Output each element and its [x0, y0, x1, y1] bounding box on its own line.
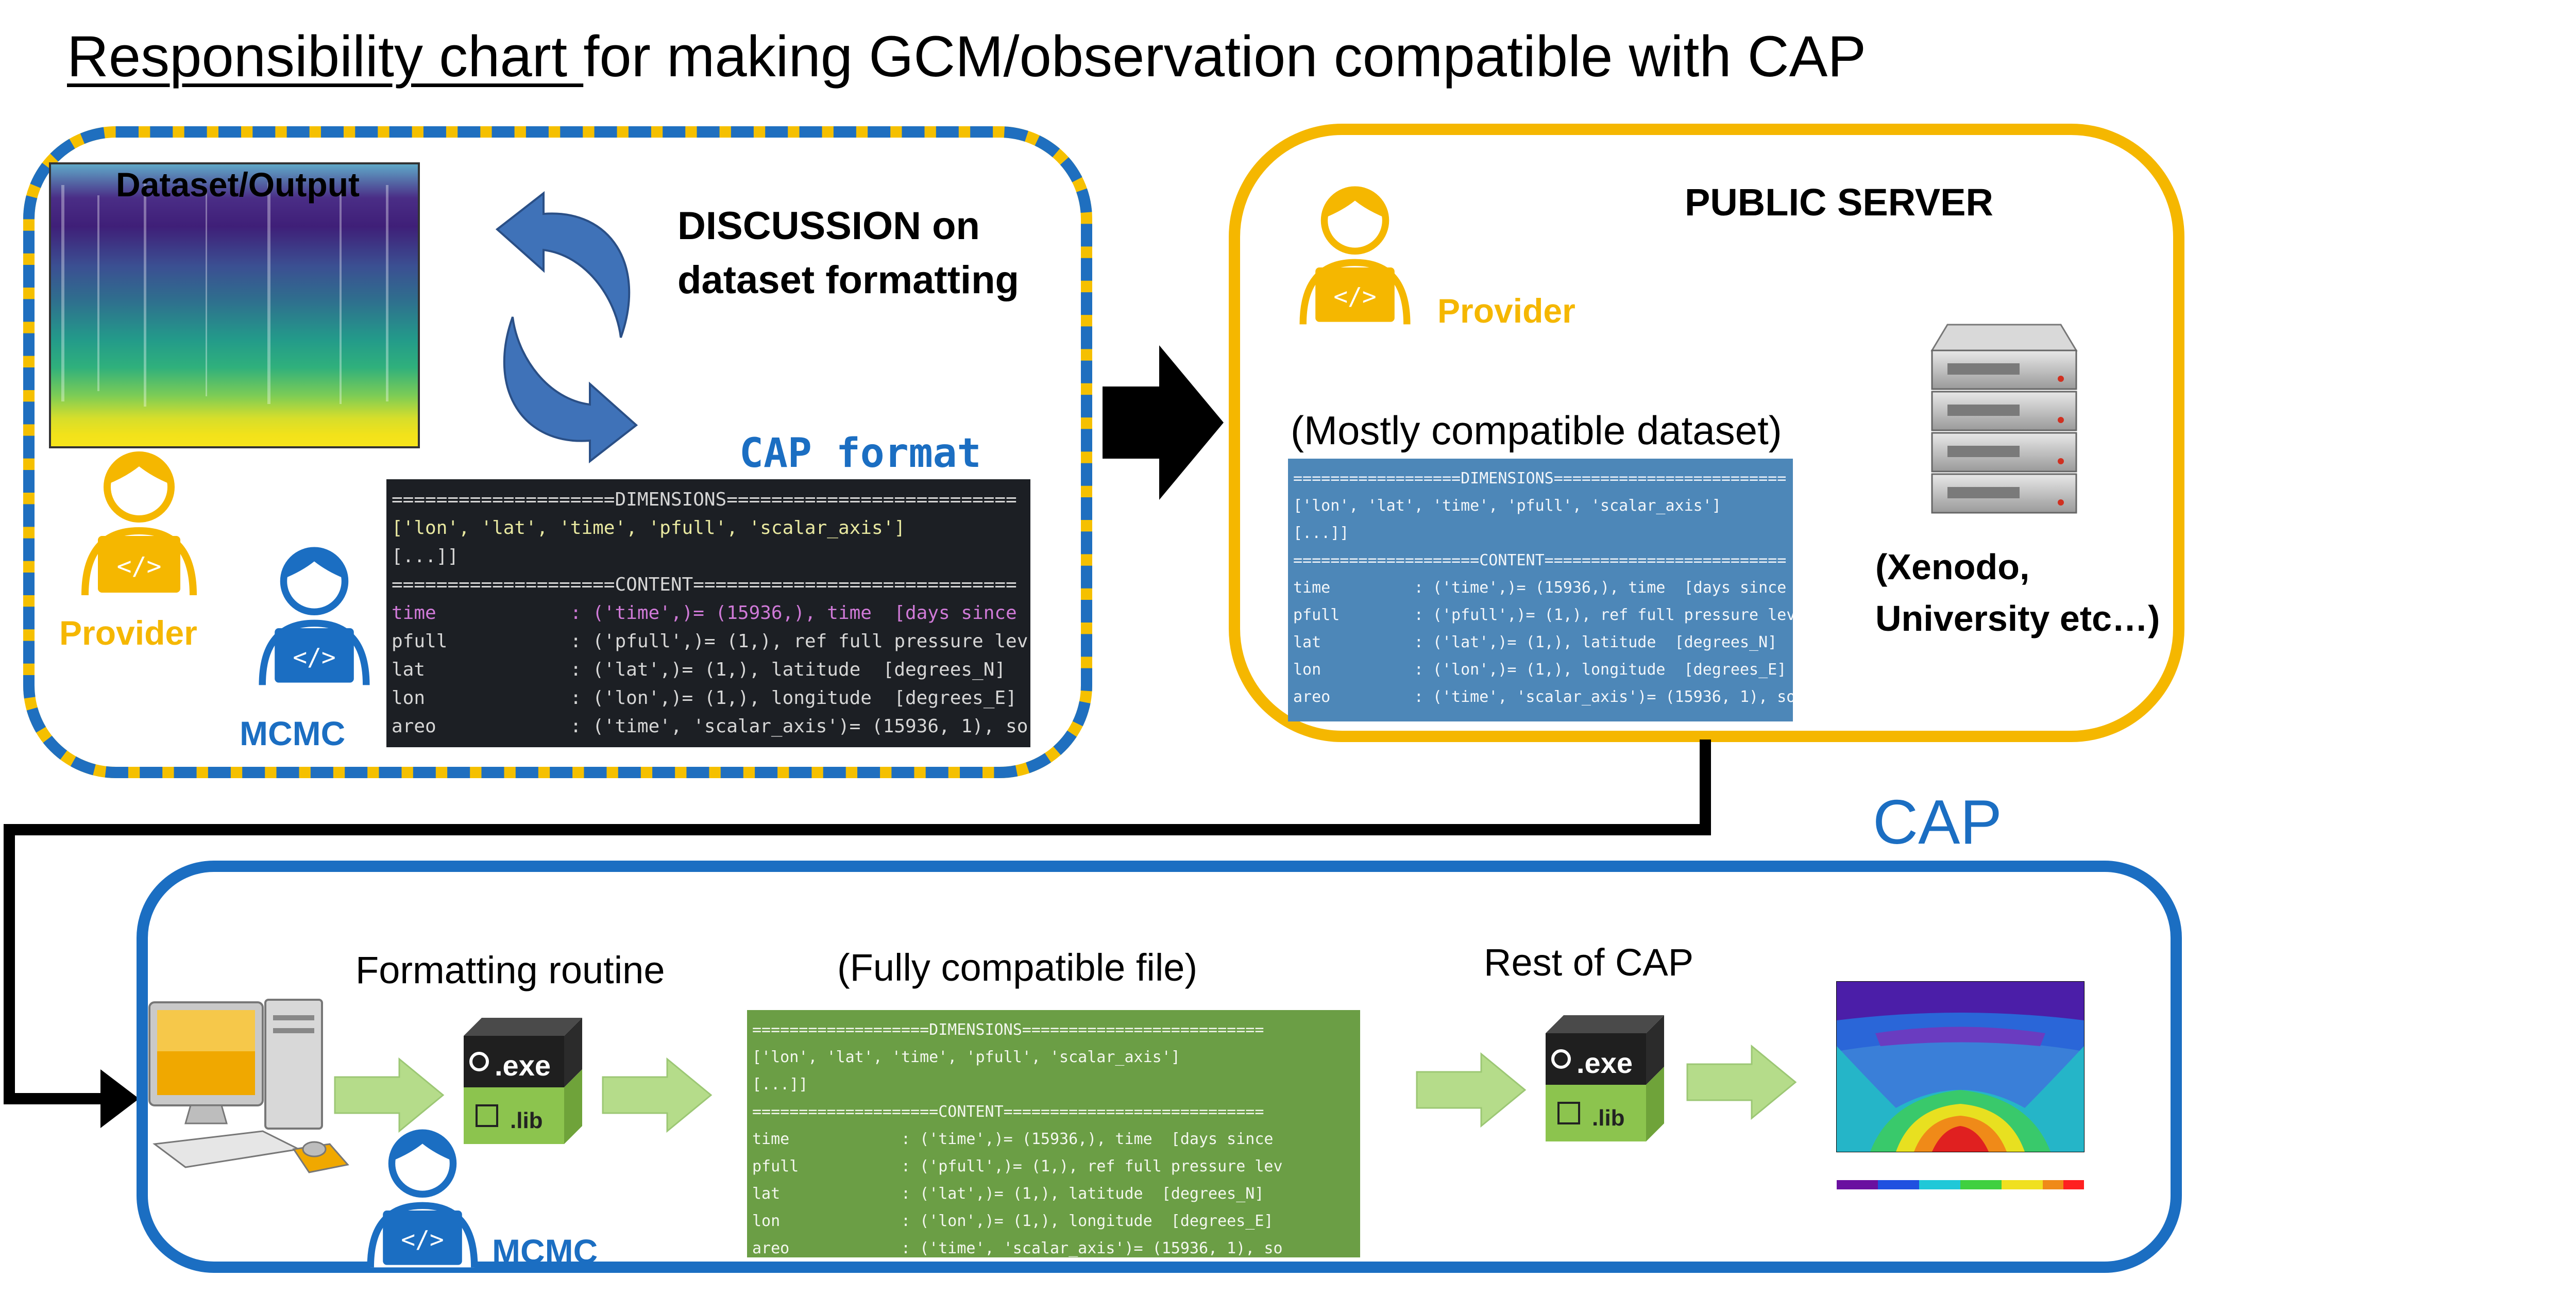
dataset-label: Dataset/Output — [116, 165, 360, 204]
terminal-line: pfull : ('pfull',)= (1,), ref full press… — [392, 631, 1028, 652]
discussion-box — [23, 126, 1092, 778]
terminal-line: ['lon', 'lat', 'time', 'pfull', 'scalar_… — [752, 1048, 1180, 1066]
green-arrow-icon — [334, 1057, 445, 1133]
terminal-line: time : ('time',)= (15936,), time [days s… — [392, 602, 1017, 624]
title-underlined: Responsibility chart — [67, 24, 584, 89]
formatting-routine-label: Formatting routine — [355, 949, 665, 991]
terminal-line: pfull : ('pfull',)= (1,), ref full press… — [1293, 606, 1793, 624]
hosts-line-2: University etc…) — [1875, 598, 2160, 638]
terminal-line: ===================DIMENSIONS===========… — [752, 1021, 1264, 1039]
desktop-computer-icon — [148, 999, 349, 1173]
person-laptop-icon: </> — [259, 547, 370, 685]
exe-label-1: .exe — [495, 1049, 551, 1082]
green-arrow-icon — [602, 1057, 713, 1133]
lib-label-2: .lib — [1592, 1105, 1625, 1131]
terminal-dark: ====================DIMENSIONS==========… — [386, 479, 1030, 747]
terminal-line: [...]] — [392, 546, 459, 567]
page-title: Responsibility chart for making GCM/obse… — [67, 23, 1866, 90]
terminal-line: ====================CONTENT=============… — [752, 1103, 1264, 1121]
person-laptop-icon: </> — [81, 451, 197, 596]
terminal-blue: ==================DIMENSIONS============… — [1288, 459, 1793, 721]
terminal-line: time : ('time',)= (15936,), time [days s… — [752, 1130, 1274, 1148]
contour-plot-thumbnail — [1836, 981, 2084, 1189]
terminal-line: lat : ('lat',)= (1,), latitude [degrees_… — [752, 1185, 1264, 1203]
green-arrow-icon — [1416, 1052, 1527, 1128]
connector-arrow — [4, 740, 1711, 1128]
terminal-green: ===================DIMENSIONS===========… — [747, 1010, 1360, 1257]
black-arrow-icon — [1103, 345, 1224, 500]
svg-text:</>: </> — [401, 1225, 444, 1253]
terminal-line: [...]] — [1293, 524, 1349, 542]
discussion-text-1: DISCUSSION on — [677, 204, 980, 248]
terminal-line: ['lon', 'lat', 'time', 'pfull', 'scalar_… — [392, 517, 905, 539]
exe-lib-cube-icon — [1546, 1015, 1664, 1141]
dataset-heatmap — [49, 162, 420, 448]
green-arrow-icon — [1686, 1044, 1797, 1120]
terminal-line: ====================CONTENT=============… — [392, 574, 1017, 595]
cycle-arrows-icon — [495, 191, 638, 464]
terminal-line: areo : ('time', 'scalar_axis')= (15936, … — [1293, 688, 1793, 706]
person-laptop-icon: </> — [1299, 186, 1411, 325]
cap-title: CAP — [1873, 787, 2002, 857]
rest-of-cap-label: Rest of CAP — [1484, 941, 1694, 984]
terminal-line: time : ('time',)= (15936,), time [days s… — [1293, 579, 1787, 597]
server-rack-icon — [1930, 324, 2078, 514]
exe-lib-cube-icon — [464, 1018, 582, 1144]
cap-format-label: CAP format — [739, 430, 981, 477]
mcmc-label: MCMC — [240, 714, 346, 752]
svg-text:</>: </> — [117, 552, 162, 581]
terminal-line: ==================DIMENSIONS============… — [1293, 469, 1787, 488]
terminal-line: lat : ('lat',)= (1,), latitude [degrees_… — [392, 659, 1006, 680]
terminal-line: areo : ('time', 'scalar_axis')= (15936, … — [752, 1239, 1283, 1257]
svg-text:</>: </> — [1333, 282, 1376, 310]
exe-label-2: .exe — [1577, 1047, 1633, 1079]
terminal-line: lon : ('lon',)= (1,), longitude [degrees… — [1293, 661, 1787, 679]
mostly-compatible-label: (Mostly compatible dataset) — [1291, 408, 1782, 453]
provider-label: Provider — [59, 614, 197, 652]
discussion-text-2: dataset formatting — [677, 258, 1019, 302]
terminal-line: ====================CONTENT=============… — [1293, 551, 1787, 569]
terminal-line: lon : ('lon',)= (1,), longitude [degrees… — [752, 1212, 1274, 1230]
public-server-box — [1229, 124, 2184, 742]
terminal-line: ====================DIMENSIONS==========… — [392, 489, 1017, 510]
lib-label-1: .lib — [510, 1108, 543, 1133]
person-laptop-icon: </> — [367, 1129, 478, 1268]
terminal-line: ['lon', 'lat', 'time', 'pfull', 'scalar_… — [1293, 497, 1721, 515]
server-title: PUBLIC SERVER — [1685, 181, 1993, 224]
cap-mcmc-label: MCMC — [492, 1232, 598, 1270]
terminal-line: areo : ('time', 'scalar_axis')= (15936, … — [392, 716, 1028, 737]
terminal-line: lon : ('lon',)= (1,), longitude [degrees… — [392, 687, 1017, 709]
terminal-line: lat : ('lat',)= (1,), latitude [degrees_… — [1293, 633, 1777, 651]
svg-text:</>: </> — [293, 643, 335, 671]
terminal-line: pfull : ('pfull',)= (1,), ref full press… — [752, 1157, 1283, 1175]
fully-compatible-label: (Fully compatible file) — [837, 946, 1198, 989]
terminal-line: [...]] — [752, 1075, 808, 1094]
hosts-line-1: (Xenodo, — [1875, 547, 2030, 587]
cap-box — [137, 861, 2182, 1273]
server-provider-label: Provider — [1437, 292, 1575, 330]
title-rest: for making GCM/observation compatible wi… — [583, 24, 1867, 89]
